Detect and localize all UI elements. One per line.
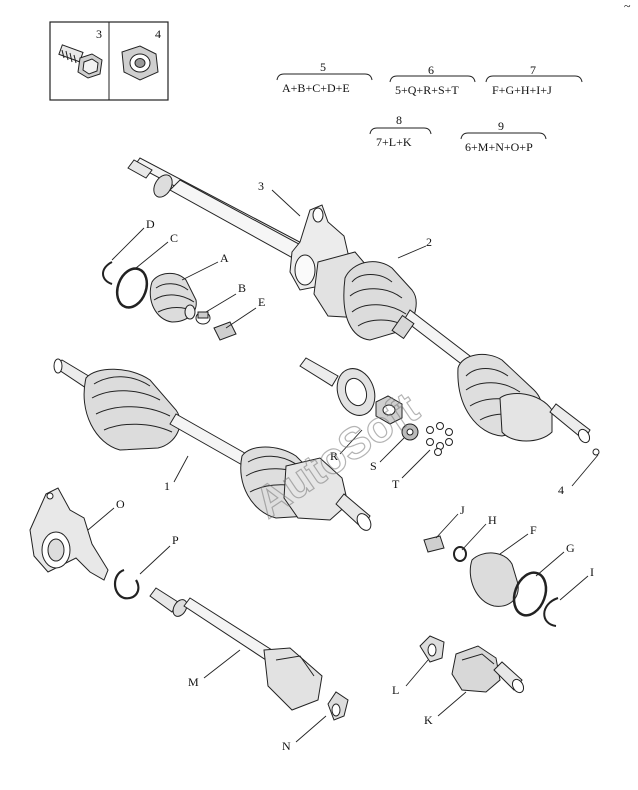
kit-6: 6 5+Q+R+S+T: [389, 63, 476, 97]
inner-joint-K: [451, 645, 525, 694]
driveshaft-assembly-2: [127, 157, 591, 444]
callout-N: N: [282, 739, 291, 753]
clamp-H: [453, 546, 467, 562]
bolt-L: [419, 635, 445, 663]
inset-label-3: 3: [96, 27, 102, 41]
callout-labels: 2 3 1 4 A B C D E O P R S T J H F G I M …: [116, 179, 594, 753]
inset-label-4: 4: [155, 27, 161, 41]
kit-6-formula: 5+Q+R+S+T: [395, 83, 459, 97]
kit-8-formula: 7+L+K: [376, 135, 412, 149]
nut-icon: [121, 45, 159, 81]
clamp-ring-G: [512, 571, 548, 617]
grease-pack-E: [213, 321, 237, 341]
callout-B: B: [238, 281, 246, 295]
washer-4: [592, 448, 600, 456]
inset-box: 3 4: [49, 21, 169, 101]
callout-D: D: [146, 217, 155, 231]
kit-9: 9 6+M+N+O+P: [460, 119, 547, 154]
kit-5-id: 5: [320, 60, 326, 74]
kit-8: 8 7+L+K: [369, 113, 432, 149]
callout-E: E: [258, 295, 265, 309]
callout-P: P: [172, 533, 179, 547]
boot-A: [149, 273, 197, 323]
callout-H: H: [488, 513, 497, 527]
bolt-N: [327, 691, 349, 721]
leader-lines: [87, 189, 599, 743]
callout-2: 2: [426, 235, 432, 249]
clamp-B: [195, 311, 211, 325]
boot-F: [469, 552, 519, 607]
tripod-housing-Q: [299, 357, 376, 416]
rollers-T: [426, 422, 453, 456]
callout-J: J: [460, 503, 465, 517]
clamp-ring-C: [115, 267, 149, 309]
nut-R: [375, 395, 403, 425]
corner-mark: ~: [624, 0, 631, 13]
clip-ring-D: [102, 261, 113, 285]
snap-ring-P: [113, 568, 140, 600]
callout-O: O: [116, 497, 125, 511]
callout-L: L: [392, 683, 399, 697]
callout-T: T: [392, 477, 400, 491]
callout-M: M: [188, 675, 199, 689]
grease-pack-J: [423, 535, 445, 553]
kit-5-formula: A+B+C+D+E: [282, 81, 350, 95]
callout-G: G: [566, 541, 575, 555]
bolt-icon: [58, 44, 103, 79]
callout-F: F: [530, 523, 537, 537]
kit-9-formula: 6+M+N+O+P: [465, 140, 533, 154]
callout-3: 3: [258, 179, 264, 193]
callout-C: C: [170, 231, 178, 245]
intermediate-shaft-M: [149, 587, 323, 711]
kit-9-id: 9: [498, 119, 504, 133]
kit-7-formula: F+G+H+I+J: [492, 83, 552, 97]
callout-4: 4: [558, 483, 564, 497]
bearing-bracket-O: [29, 487, 109, 581]
driveshaft-assembly-1: [53, 358, 372, 531]
kit-6-id: 6: [428, 63, 434, 77]
callout-S: S: [370, 459, 377, 473]
kit-5: 5 A+B+C+D+E: [276, 60, 373, 95]
kit-7-id: 7: [530, 63, 536, 77]
callout-1: 1: [164, 479, 170, 493]
callout-K: K: [424, 713, 433, 727]
callout-A: A: [220, 251, 229, 265]
callout-I: I: [590, 565, 594, 579]
clip-ring-I: [543, 597, 559, 627]
kit-7: 7 F+G+H+I+J: [485, 63, 583, 97]
kit-formulas: 5 A+B+C+D+E 6 5+Q+R+S+T 7 F+G+H+I+J 8 7+…: [276, 60, 583, 154]
kit-8-id: 8: [396, 113, 402, 127]
callout-R: R: [330, 449, 338, 463]
spider-S: [401, 423, 419, 441]
